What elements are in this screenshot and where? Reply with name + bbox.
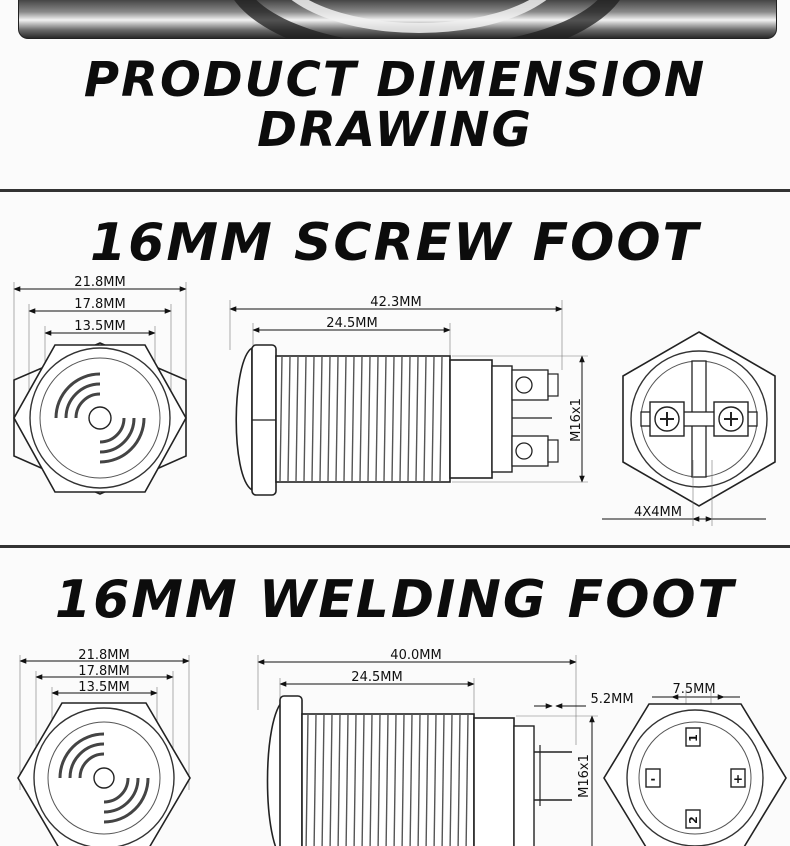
product-photo: [18, 0, 777, 39]
w-dim-17-8: 17.8MM: [78, 664, 129, 679]
screw-front-view: 21.8MM 17.8MM 13.5MM: [13, 275, 187, 495]
w-dim-5-2: 5.2MM: [590, 692, 633, 707]
screw-back-view: 4X4MM: [602, 331, 776, 526]
section-divider: [0, 189, 790, 192]
dim-m16x1: M16x1: [569, 398, 584, 442]
dim-17-8: 17.8MM: [74, 297, 125, 312]
w-dim-7-5: 7.5MM: [672, 682, 715, 697]
pin-label-plus: +: [733, 772, 743, 786]
w-dim-24-5: 24.5MM: [351, 670, 402, 685]
w-dim-21-8: 21.8MM: [78, 648, 129, 663]
dim-42-3: 42.3MM: [370, 295, 421, 310]
w-dim-40-0: 40.0MM: [390, 648, 441, 663]
welding-back-view: 7.5MM 1 2 - +: [603, 682, 787, 846]
w-dim-13-5: 13.5MM: [78, 680, 129, 695]
welding-side-view: 40.0MM 24.5MM 5.2MM M16x1: [257, 648, 634, 846]
title-line-2: DRAWING: [257, 102, 533, 158]
screw-foot-title: 16MM SCREW FOOT: [90, 213, 700, 273]
pin-label-minus: -: [651, 772, 656, 786]
dim-24-5: 24.5MM: [326, 316, 377, 331]
dim-21-8: 21.8MM: [74, 275, 125, 290]
screw-foot-drawing: 21.8MM 17.8MM 13.5MM 42.3MM 24.5MM: [13, 275, 776, 526]
title-line-1: PRODUCT DIMENSION: [83, 52, 707, 108]
w-dim-m16x1: M16x1: [577, 754, 592, 798]
dim-13-5: 13.5MM: [74, 319, 125, 334]
dim-4x4: 4X4MM: [634, 505, 682, 520]
pin-label-1: 1: [687, 734, 700, 742]
welding-front-view: 21.8MM 17.8MM 13.5MM: [17, 648, 191, 846]
page-title: PRODUCT DIMENSION DRAWING: [0, 55, 790, 155]
welding-foot-title: 16MM WELDING FOOT: [54, 570, 736, 630]
screw-side-view: 42.3MM 24.5MM: [229, 295, 588, 496]
pin-label-2: 2: [687, 816, 700, 824]
section-divider-2: [0, 545, 790, 548]
